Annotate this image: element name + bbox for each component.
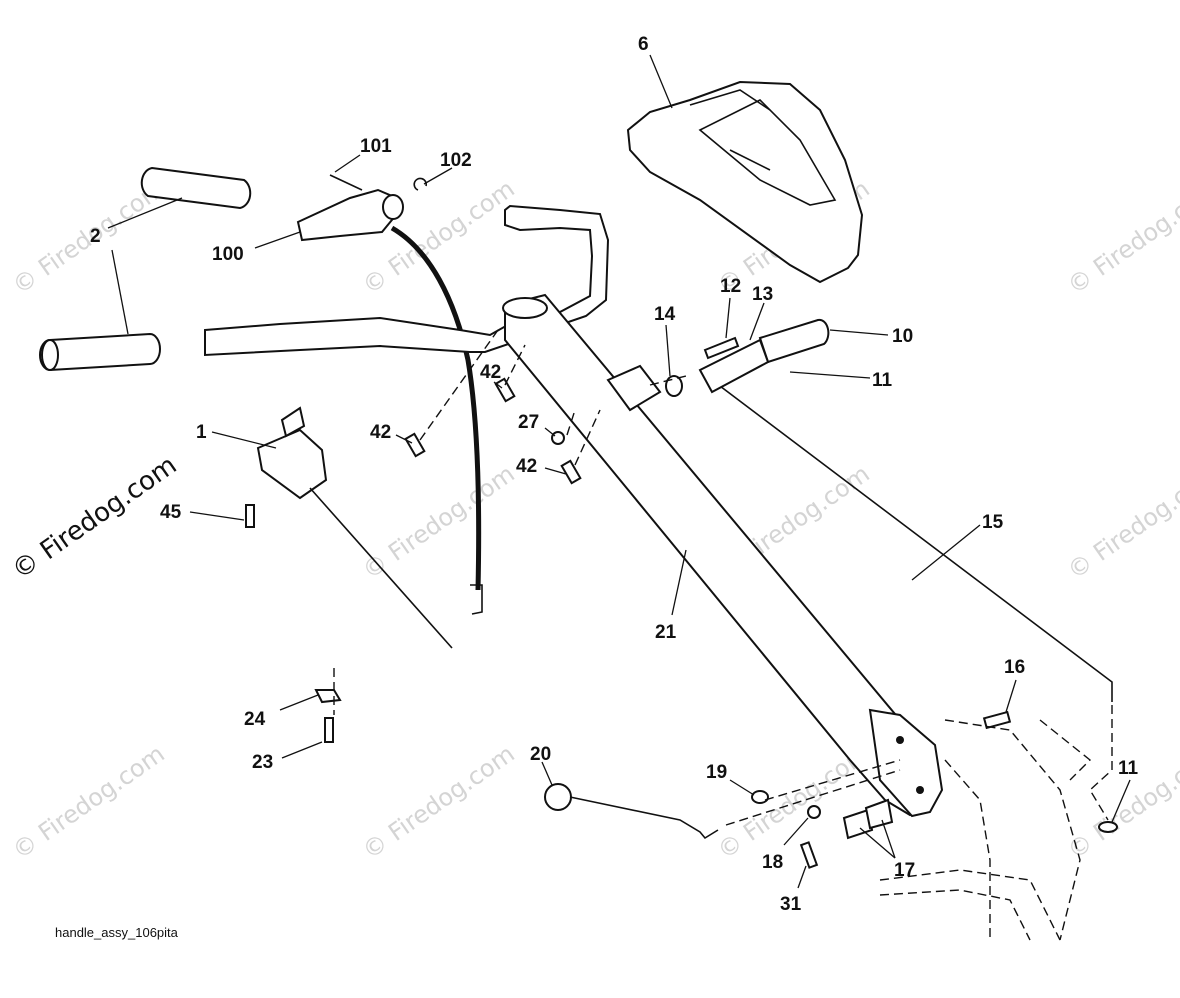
leader-lines <box>107 54 1131 889</box>
callout-102: 102 <box>440 150 472 171</box>
callout-42-upper: 42 <box>480 362 501 383</box>
callout-27: 27 <box>518 412 539 433</box>
callout-6: 6 <box>638 34 649 55</box>
callout-1: 1 <box>196 422 207 443</box>
callout-101: 101 <box>360 136 392 157</box>
part-shift-rod <box>698 318 1113 702</box>
watermark: © Firedog.com <box>357 460 519 585</box>
part-lever-knob <box>544 783 719 840</box>
callout-15: 15 <box>982 512 1004 533</box>
watermark: © Firedog.com <box>7 740 169 865</box>
callout-18: 18 <box>762 852 783 873</box>
watermark: © Firedog.com <box>1062 175 1180 300</box>
callout-20: 20 <box>530 744 551 765</box>
callout-100: 100 <box>212 244 244 265</box>
part-hardware <box>245 336 1118 869</box>
callout-13: 13 <box>752 284 773 305</box>
watermark-prominent: © Firedog.com <box>7 450 183 585</box>
callout-11-lower: 11 <box>1118 758 1139 779</box>
assembly-lines <box>333 329 1113 941</box>
callout-17: 17 <box>894 860 915 881</box>
callout-14: 14 <box>654 304 676 325</box>
callout-42-lower: 42 <box>516 456 537 477</box>
callouts: 6 101 102 2 100 12 13 14 10 42 11 1 42 2… <box>90 34 1139 915</box>
watermark: © Firedog.com <box>357 740 519 865</box>
callout-2: 2 <box>90 226 101 247</box>
part-cover <box>626 80 864 284</box>
callout-42-left: 42 <box>370 422 391 443</box>
part-throttle-control <box>296 174 483 615</box>
watermark: © Firedog.com <box>1062 460 1180 585</box>
callout-16: 16 <box>1004 657 1025 678</box>
part-grips <box>39 166 252 372</box>
callout-45: 45 <box>160 502 182 523</box>
callout-21: 21 <box>655 622 677 643</box>
diagram-caption: handle_assy_106pita <box>55 925 179 940</box>
callout-12: 12 <box>720 276 741 297</box>
callout-23: 23 <box>252 752 273 773</box>
callout-11-upper: 11 <box>872 370 893 391</box>
callout-24: 24 <box>244 709 266 730</box>
callout-19: 19 <box>706 762 727 783</box>
callout-31: 31 <box>780 894 802 915</box>
part-handle <box>204 204 944 818</box>
part-bracket <box>256 406 453 649</box>
callout-10: 10 <box>892 326 913 347</box>
